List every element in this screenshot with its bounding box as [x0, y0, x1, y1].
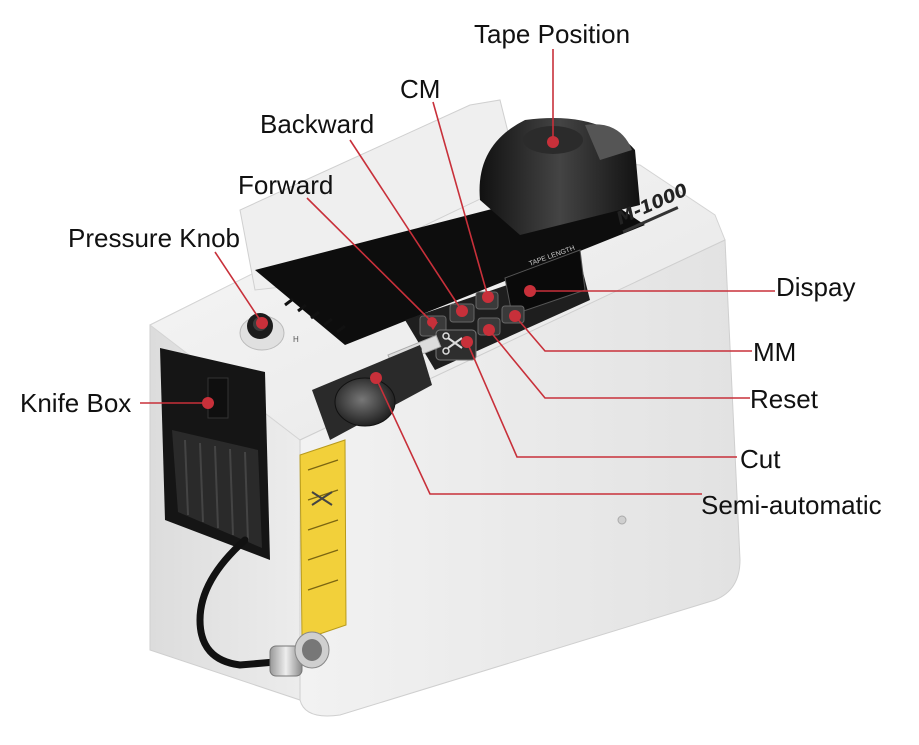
label-cut: Cut — [740, 444, 781, 474]
scissors-icon — [447, 337, 463, 349]
leader-backward — [349, 139, 463, 312]
hazard-stripes — [284, 297, 346, 334]
dot-pressure-knob — [256, 317, 268, 329]
dot-cm — [482, 291, 494, 303]
leader-lines — [140, 49, 775, 495]
knife-box — [160, 348, 270, 560]
label-pressure-knob: Pressure Knob — [68, 223, 240, 253]
dot-backward — [456, 305, 468, 317]
dot-dispay — [524, 285, 536, 297]
leader-semi-automatic — [375, 377, 702, 495]
dot-semi-automatic — [370, 372, 382, 384]
leader-mm — [514, 315, 752, 352]
svg-text:H: H — [293, 335, 299, 344]
semi-auto-sensor — [334, 377, 396, 427]
leader-cm — [432, 101, 489, 298]
label-tape-position: Tape Position — [474, 19, 631, 49]
dot-forward — [427, 317, 437, 327]
label-forward: Forward — [238, 170, 334, 200]
label-knife-box: Knife Box — [20, 388, 132, 418]
label-semi-automatic: Semi-automatic — [701, 490, 882, 520]
body-screw — [617, 515, 627, 525]
dot-tape-position — [547, 136, 559, 148]
tape-reel — [479, 118, 640, 235]
power-plug — [269, 631, 330, 677]
dot-mm — [509, 310, 521, 322]
label-backward: Backward — [260, 109, 375, 139]
leader-reset — [488, 329, 750, 399]
dot-reset — [483, 324, 495, 336]
leader-cut — [466, 341, 737, 458]
warning-label — [299, 439, 347, 641]
label-reset: Reset — [750, 384, 818, 414]
dot-cut — [461, 336, 473, 348]
power-cable — [196, 536, 279, 669]
label-cm: CM — [400, 74, 441, 104]
leader-pressure-knob — [214, 251, 263, 324]
leader-forward — [306, 197, 433, 323]
label-dispay: Dispay — [776, 272, 856, 302]
label-mm: MM — [753, 337, 797, 367]
dot-knife-box — [202, 397, 214, 409]
body-front-face — [299, 239, 741, 717]
